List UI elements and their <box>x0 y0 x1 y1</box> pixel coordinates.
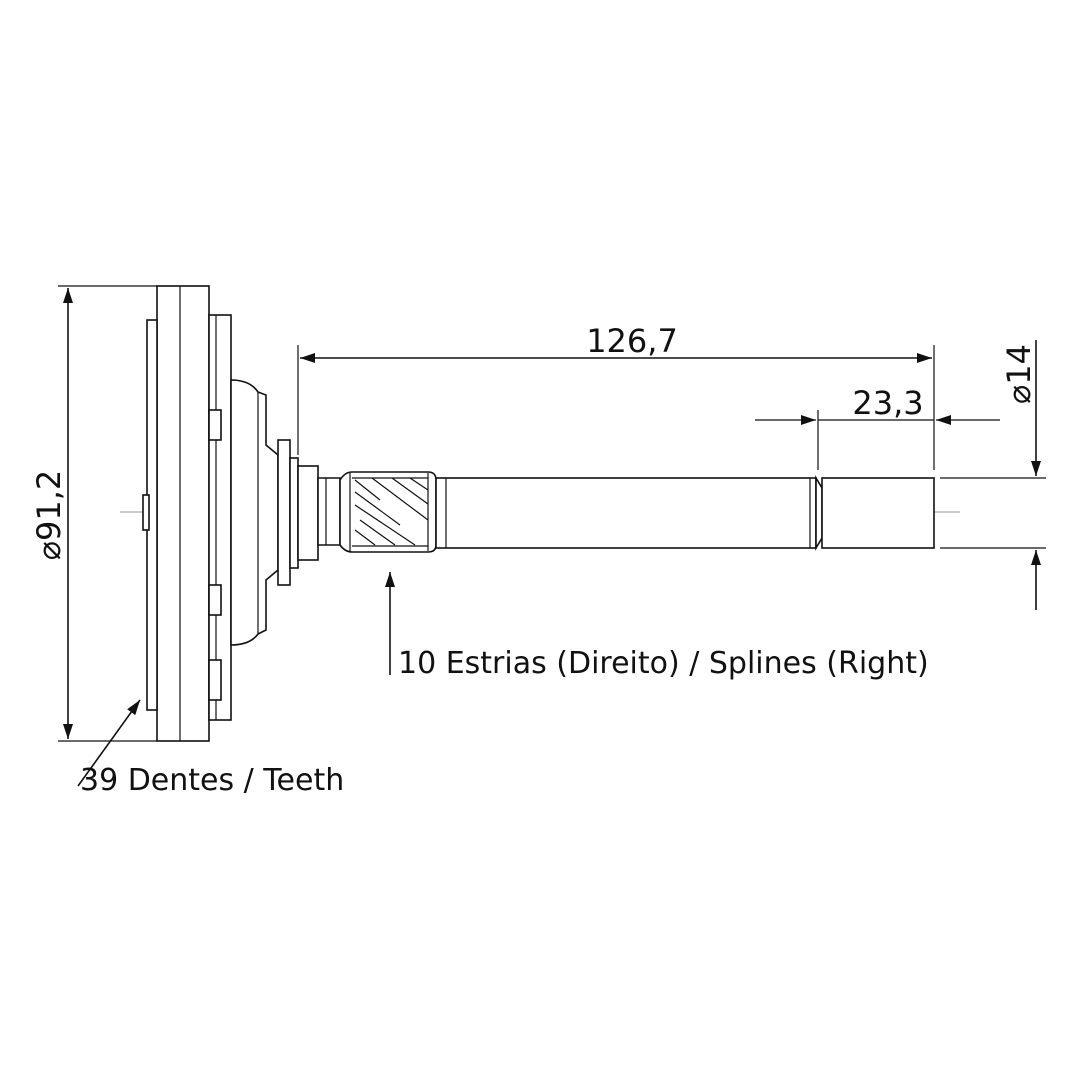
dim-end-length <box>755 410 1000 470</box>
teeth-callout: 39 Dentes / Teeth <box>80 763 344 798</box>
dim-flange-diameter <box>58 285 157 742</box>
splines-callout: 10 Estrias (Direito) / Splines (Right) <box>398 646 929 681</box>
spline-section <box>339 471 437 553</box>
overall-length-label: 126,7 <box>586 322 678 360</box>
dim-overall-length <box>297 345 935 470</box>
dim-shaft-diameter <box>940 340 1046 610</box>
shaft-diameter-label: ⌀14 <box>1000 344 1038 404</box>
flange-diameter-label: ⌀91,2 <box>30 470 68 561</box>
shaft <box>435 475 935 551</box>
teeth-leader <box>77 699 141 787</box>
hub <box>230 379 341 646</box>
flange-gear <box>142 285 232 742</box>
end-length-label: 23,3 <box>852 384 923 422</box>
